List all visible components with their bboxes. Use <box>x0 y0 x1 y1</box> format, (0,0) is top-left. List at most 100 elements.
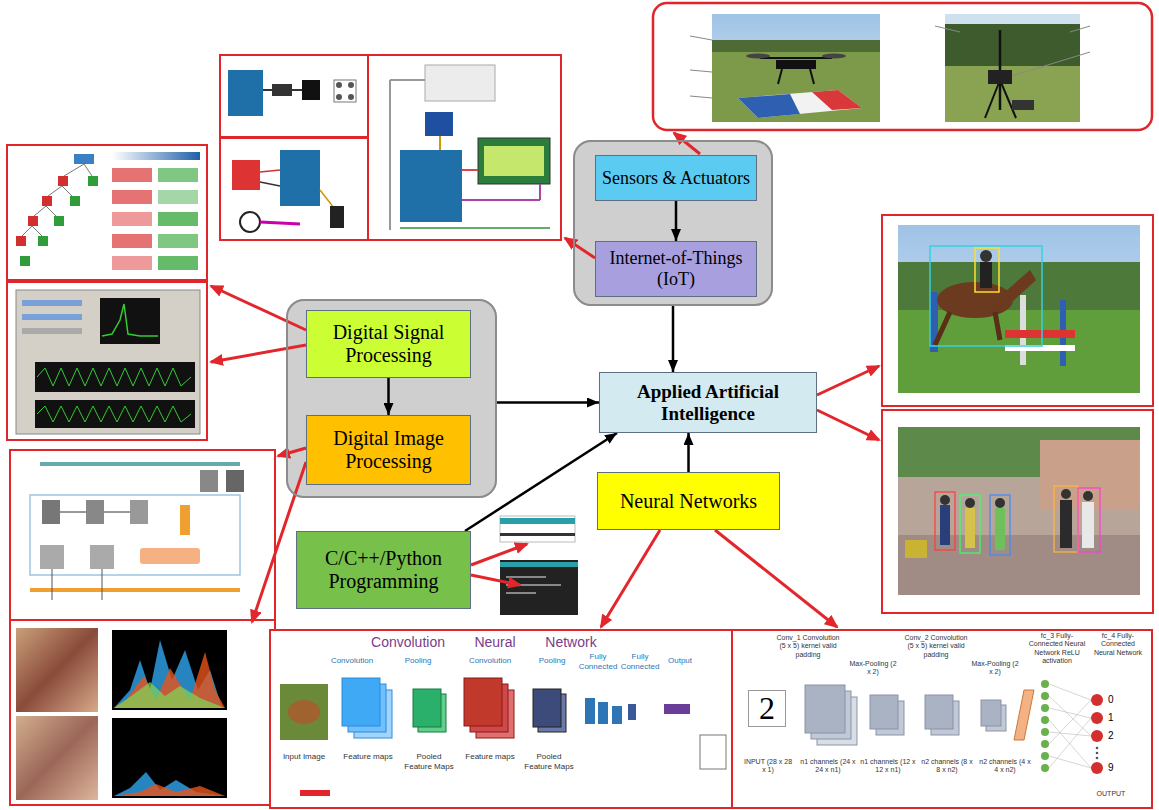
dsp-panels <box>58 176 68 186</box>
drone-panel <box>1070 26 1090 32</box>
arduino-panels <box>462 169 478 171</box>
illustration-label: Network <box>540 634 602 651</box>
ai-photos <box>1005 270 1036 302</box>
dsp-panels <box>22 300 82 306</box>
drone-panel <box>738 94 800 118</box>
illustration-label: Conv_1 Convolution (5 x 5) kernel valid … <box>776 634 840 659</box>
arduino-panels <box>292 89 302 91</box>
dip-panels <box>114 784 225 796</box>
illustration-label: 0 <box>1108 694 1122 706</box>
dsp-panels <box>16 236 26 246</box>
cnn-panel <box>533 689 561 727</box>
dsp-panels <box>88 176 98 186</box>
illustration-label: Neural <box>470 634 520 651</box>
dsp-panels <box>7 282 207 440</box>
group-panel: Digital Signal ProcessingDigital Image P… <box>286 299 497 498</box>
ai-photos <box>898 427 1140 595</box>
cnn-digit-panel <box>1049 720 1091 768</box>
flow-arrow <box>465 433 617 531</box>
dsp-panels <box>102 304 158 336</box>
arduino-panels <box>330 206 344 228</box>
cnn-digit-panel <box>1096 747 1099 750</box>
ai-photos <box>1061 489 1071 499</box>
arduino-panels <box>336 82 342 88</box>
ai-photos <box>965 498 975 508</box>
cnn-digit-panel <box>1091 730 1103 742</box>
dsp-panels <box>62 186 72 196</box>
cnn-panel <box>270 630 732 808</box>
illustration-label: 1 <box>1108 712 1122 724</box>
code-screenshots <box>506 592 536 594</box>
arduino-panels <box>484 146 544 176</box>
arduino-panels <box>400 150 462 222</box>
cnn-digit-panel <box>1041 764 1049 772</box>
ai-photos <box>905 540 927 558</box>
process-box: Digital Image Processing <box>306 415 471 485</box>
dsp-panels <box>37 368 191 386</box>
cnn-panel <box>280 684 328 740</box>
dsp-panels <box>7 145 207 280</box>
dip-panels <box>114 772 225 796</box>
dsp-panels <box>34 206 46 216</box>
dip-panels <box>140 548 200 564</box>
cnn-digit-panel <box>1049 756 1091 768</box>
drone-panel <box>712 14 880 122</box>
callout-arrows <box>817 410 879 440</box>
dsp-panels <box>37 406 191 422</box>
dip-panels <box>10 620 275 805</box>
ai-photos <box>882 410 1153 613</box>
drone-panel <box>712 40 880 54</box>
cnn-digit-panel <box>1049 684 1091 768</box>
drone-panel <box>1000 80 1016 118</box>
dsp-panels <box>84 164 92 176</box>
drone-panel <box>778 69 782 84</box>
ai-photos <box>935 492 955 550</box>
cnn-panel <box>270 630 732 808</box>
dsp-panels <box>112 212 152 226</box>
dsp-panels <box>38 236 48 246</box>
cnn-panel <box>700 735 726 769</box>
cnn-panel <box>342 678 380 726</box>
node-text: C/C++/Python Programming <box>297 547 470 593</box>
dip-panels <box>180 505 190 535</box>
ai-photos <box>980 262 992 288</box>
illustration-label: INPUT (28 x 28 x 1) <box>742 758 794 775</box>
cnn-panel <box>288 700 320 724</box>
dip-panels <box>200 470 218 492</box>
cnn-digit-panel <box>1049 708 1091 718</box>
dip-panels <box>10 450 275 620</box>
ai-photos <box>882 215 1153 613</box>
cnn-digit-panel <box>925 695 953 729</box>
process-box: Digital Signal Processing <box>306 310 471 378</box>
drone-panel <box>935 26 960 32</box>
cnn-digit-panel <box>1091 694 1103 706</box>
cnn-digit-panel <box>981 700 1001 726</box>
drone-panel <box>1012 52 1090 76</box>
illustration-label: fc_3 Fully-Connected Neural Network ReLU… <box>1028 632 1086 666</box>
dsp-panels <box>7 145 207 440</box>
node-text: Sensors & Actuators <box>596 168 756 189</box>
dsp-panels <box>112 152 200 160</box>
callout-arrows <box>211 286 306 330</box>
cnn-panel <box>464 678 502 726</box>
ai-photos <box>980 250 992 262</box>
drone-panel <box>945 66 1080 122</box>
dip-panels <box>86 500 104 524</box>
arduino-panels <box>260 182 280 186</box>
cnn-digit-panel <box>1041 740 1049 748</box>
callout-arrows <box>674 133 700 154</box>
illustration-label: Pooling <box>398 656 438 666</box>
arduino-panels <box>240 212 260 232</box>
illustration-label: Input Image <box>276 752 332 762</box>
process-box: Neural Networks <box>597 472 780 530</box>
cnn-panel <box>413 689 441 727</box>
arduino-panels <box>220 55 561 240</box>
ai-photos <box>882 215 1153 406</box>
drone-panel <box>985 80 1000 118</box>
dip-panels <box>114 652 225 708</box>
dsp-panels <box>100 298 160 344</box>
dsp-panels <box>16 290 200 434</box>
dsp-panels <box>20 256 30 266</box>
dsp-panels <box>22 314 82 320</box>
